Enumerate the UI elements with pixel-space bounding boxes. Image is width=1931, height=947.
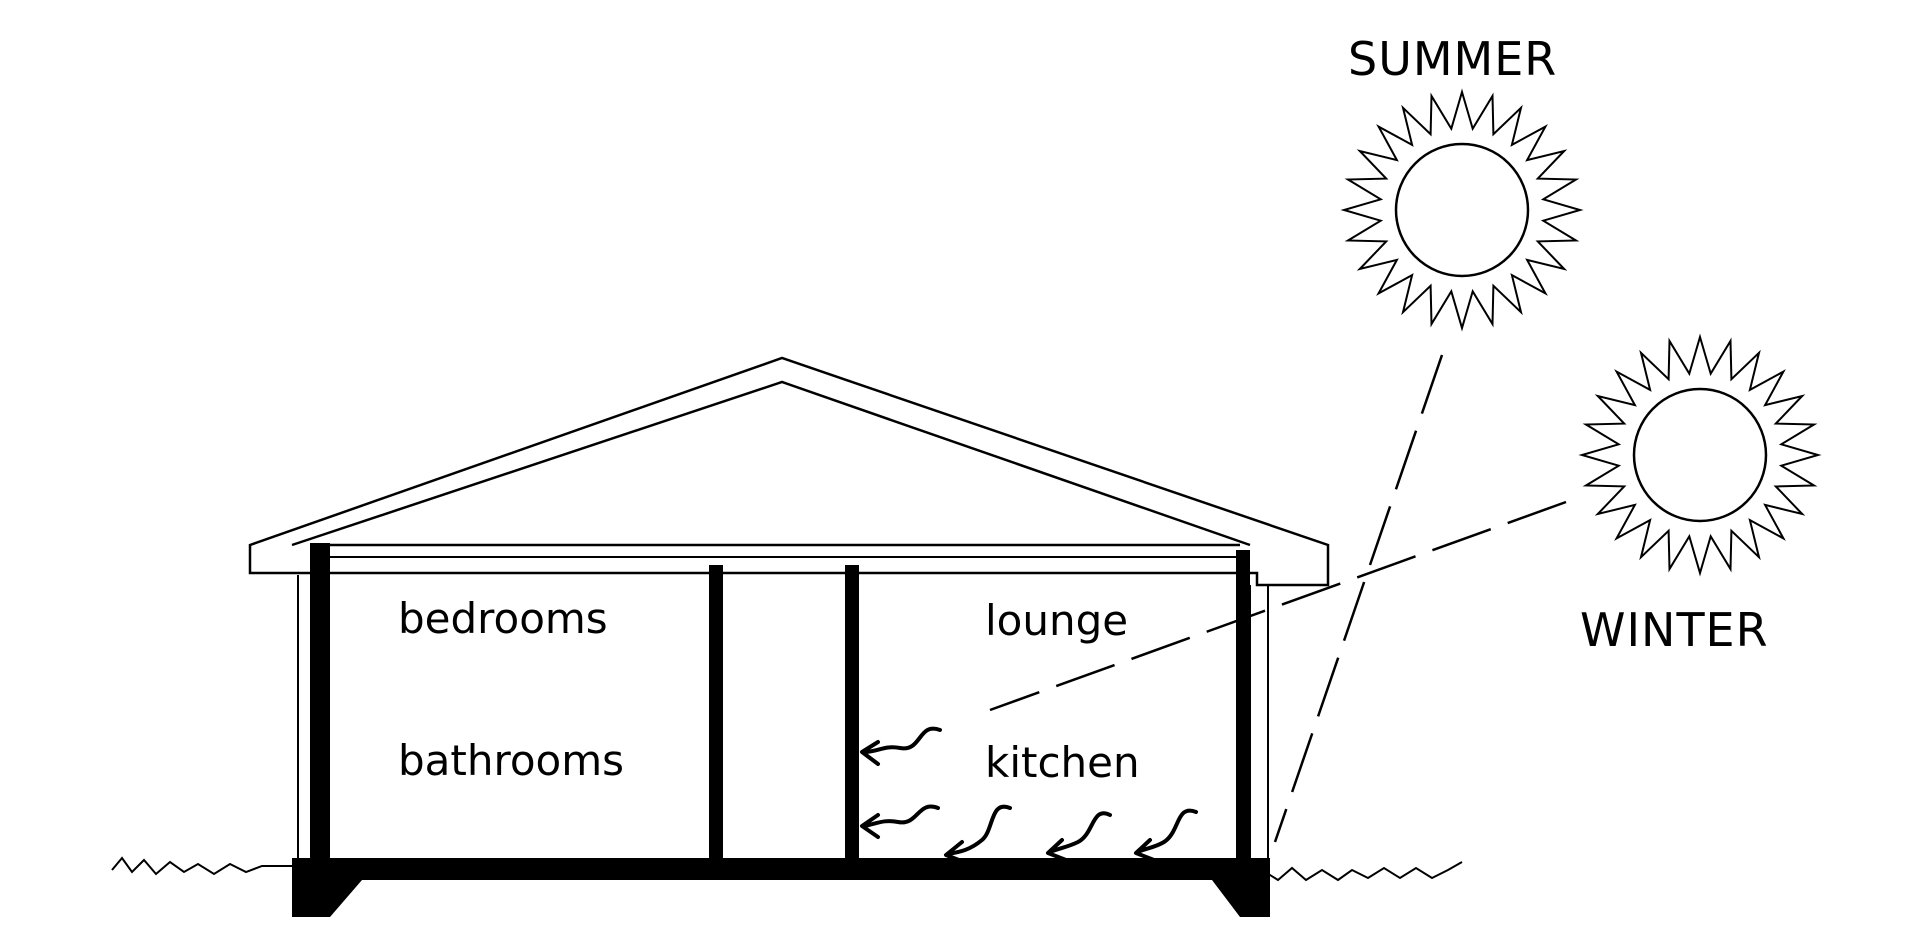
heat-arrow-icon bbox=[944, 804, 1012, 864]
summer-sun-ray bbox=[1273, 354, 1444, 843]
label-bedrooms: bedrooms bbox=[398, 594, 608, 643]
winter-sun-ray bbox=[989, 500, 1567, 712]
ground-left bbox=[111, 856, 296, 876]
left-wall bbox=[310, 543, 330, 861]
partition-wall-2 bbox=[845, 565, 859, 860]
heat-arrow-icon bbox=[1134, 808, 1198, 862]
roof bbox=[248, 356, 1330, 587]
label-lounge: lounge bbox=[985, 596, 1128, 645]
heat-arrows bbox=[860, 726, 1198, 864]
winter-sun-icon bbox=[1578, 333, 1822, 577]
floor-slab bbox=[292, 858, 1270, 917]
roof-inner-line bbox=[291, 380, 1251, 547]
ground-right bbox=[1261, 861, 1463, 882]
label-winter: WINTER bbox=[1580, 603, 1769, 657]
right-wall bbox=[1236, 550, 1250, 858]
summer-sun-icon bbox=[1340, 88, 1584, 332]
heat-arrow-icon bbox=[1046, 811, 1112, 862]
label-kitchen: kitchen bbox=[985, 738, 1140, 787]
heat-arrow-icon bbox=[860, 804, 940, 839]
label-bathrooms: bathrooms bbox=[398, 736, 624, 785]
partition-wall-1 bbox=[709, 565, 723, 860]
heat-arrow-icon bbox=[860, 726, 942, 766]
label-summer: SUMMER bbox=[1348, 32, 1557, 86]
